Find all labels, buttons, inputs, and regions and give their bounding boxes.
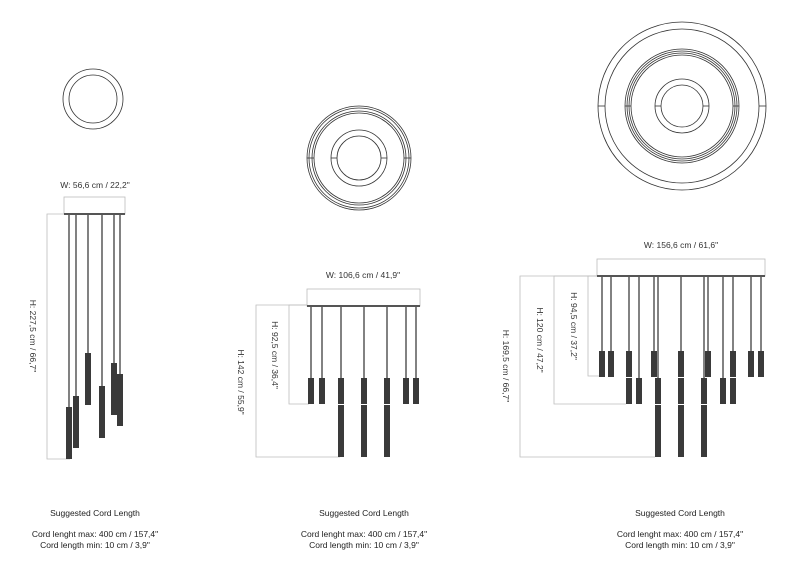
- side-view-small: [46, 196, 126, 460]
- height-label-large-long: H: 169,5 cm / 66,7": [501, 330, 511, 402]
- width-label-small: W: 56,6 cm / 22,2": [60, 180, 129, 190]
- cord-length-caption-3: Suggested Cord Length Cord lenght max: 4…: [550, 508, 800, 551]
- caption-title: Suggested Cord Length: [50, 508, 140, 518]
- cord-length-caption-1: Suggested Cord Length Cord lenght max: 4…: [0, 508, 225, 551]
- cord-length-caption-2: Suggested Cord Length Cord lenght max: 4…: [234, 508, 494, 551]
- cord-min: Cord length min: 10 cm / 3,9": [309, 540, 419, 550]
- height-label-small: H: 227,5 cm / 66,7": [28, 300, 38, 372]
- height-label-large-mid: H: 120 cm / 47,2": [535, 307, 545, 372]
- height-label-large-short: H: 94,5 cm / 37,2": [569, 292, 579, 360]
- top-view-large: [597, 21, 767, 191]
- top-view-small: [62, 68, 124, 130]
- caption-title: Suggested Cord Length: [319, 508, 409, 518]
- cord-min: Cord length min: 10 cm / 3,9": [40, 540, 150, 550]
- cord-max: Cord lenght max: 400 cm / 157,4": [300, 529, 428, 539]
- width-label-medium: W: 106,6 cm / 41,9": [326, 270, 400, 280]
- side-view-medium: [255, 288, 421, 458]
- height-label-medium-long: H: 142 cm / 55,9": [236, 349, 246, 414]
- cord-max: Cord lenght max: 400 cm / 157,4": [31, 529, 159, 539]
- top-view-medium: [306, 105, 412, 211]
- cord-max: Cord lenght max: 400 cm / 157,4": [616, 529, 744, 539]
- width-label-large: W: 156,6 cm / 61,6": [644, 240, 718, 250]
- side-view-large: [519, 258, 766, 458]
- height-label-medium-short: H: 92,5 cm / 36,4": [270, 321, 280, 389]
- cord-min: Cord length min: 10 cm / 3,9": [625, 540, 735, 550]
- caption-title: Suggested Cord Length: [635, 508, 725, 518]
